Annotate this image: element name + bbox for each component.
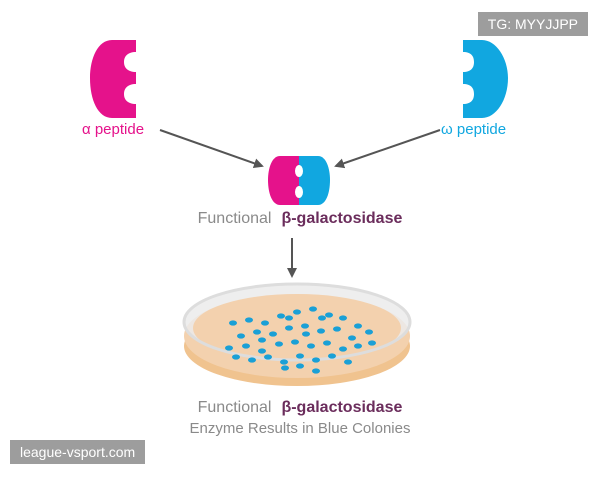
colony-dot (302, 331, 310, 337)
enzyme-omega-half (299, 156, 330, 205)
colony-dot (275, 341, 283, 347)
colony-dot (281, 365, 289, 371)
colony-dot (368, 340, 376, 346)
colony-dot (258, 337, 266, 343)
colony-dot (293, 309, 301, 315)
omega-peptide-shape (463, 40, 508, 118)
colony-dot (232, 354, 240, 360)
enzyme-name-result: β-galactosidase (281, 399, 403, 416)
colony-dot (225, 345, 233, 351)
binding-gap-top (295, 165, 303, 177)
colony-dot (317, 328, 325, 334)
colony-dot (318, 315, 326, 321)
alpha-peptide-label: α peptide (82, 121, 145, 138)
colony-dot (309, 306, 317, 312)
blue-colonies (225, 306, 376, 374)
colony-dot (269, 331, 277, 337)
colony-dot (312, 368, 320, 374)
arrow-alpha-to-enzyme (159, 129, 264, 169)
colony-dot (344, 359, 352, 365)
colony-dot (285, 315, 293, 321)
colony-dot (339, 346, 347, 352)
colony-dot (323, 340, 331, 346)
colony-dot (258, 348, 266, 354)
colony-dot (280, 359, 288, 365)
colony-dot (261, 320, 269, 326)
colony-dot (348, 335, 356, 341)
petri-dish (182, 282, 412, 386)
colony-dot (307, 343, 315, 349)
enzyme-alpha-half (268, 156, 299, 205)
colony-dot (291, 339, 299, 345)
caption-functional-enzyme: Functional β-galactosidase (0, 210, 600, 228)
colony-dot (325, 312, 333, 318)
caption-prefix: Functional (197, 210, 272, 227)
colony-dot (365, 329, 373, 335)
colony-dot (296, 353, 304, 359)
colony-dot (253, 329, 261, 335)
colony-dot (333, 326, 341, 332)
caption-result-prefix: Functional (197, 399, 272, 416)
colony-dot (245, 317, 253, 323)
omega-peptide-label: ω peptide (441, 121, 507, 138)
colony-dot (285, 325, 293, 331)
watermark-site: league-vsport.com (10, 440, 146, 464)
colony-dot (242, 343, 250, 349)
colony-dot (237, 333, 245, 339)
colony-dot (301, 323, 309, 329)
colony-dot (339, 315, 347, 321)
colony-dot (277, 313, 285, 319)
colony-dot (264, 354, 272, 360)
colony-dot (312, 357, 320, 363)
watermark-tag: TG: MYYJJPP (477, 12, 588, 36)
enzyme-name: β-galactosidase (281, 210, 403, 227)
alpha-peptide-shape (90, 40, 136, 118)
caption-result-title: Functional β-galactosidase (0, 399, 600, 417)
colony-dot (354, 323, 362, 329)
arrow-omega-to-enzyme (334, 129, 441, 169)
beta-galactosidase-complex (268, 156, 330, 205)
colony-dot (328, 353, 336, 359)
caption-result-description: Enzyme Results in Blue Colonies (189, 420, 411, 437)
colony-dot (248, 357, 256, 363)
colony-dot (296, 363, 304, 369)
binding-gap-bottom (295, 186, 303, 198)
colony-dot (229, 320, 237, 326)
colony-dot (354, 343, 362, 349)
